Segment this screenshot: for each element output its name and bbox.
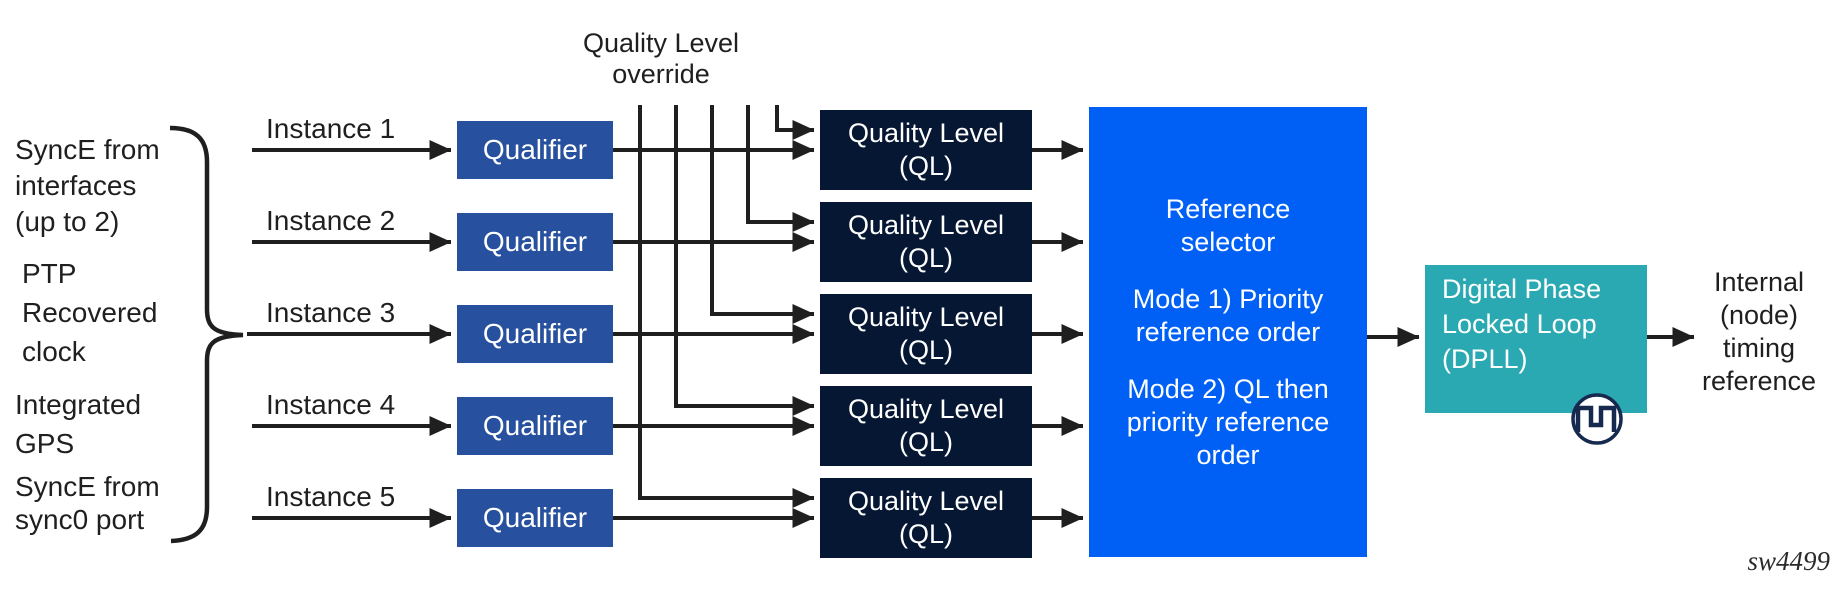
reference-selector-mode2: Mode 2) QL then priority reference order [1126,373,1330,470]
quality-level-box: Quality Level (QL) [820,478,1032,558]
instance-label: Instance 2 [266,205,396,236]
reference-selector-box: Reference selector Mode 1) Priority refe… [1089,107,1367,557]
quality-level-box: Quality Level (QL) [820,294,1032,374]
clock-waveform-icon [1571,393,1623,445]
quality-level-override-label: Quality Level override [582,28,740,89]
left-brace [169,125,244,544]
dpll-box: Digital Phase Locked Loop (DPLL) [1425,265,1647,413]
source-label-synce-sync0-port: SyncE from sync0 port [15,471,160,535]
quality-level-box: Quality Level (QL) [820,386,1032,466]
override-lines [638,105,815,508]
output-label: Internal (node) timing reference [1701,267,1817,396]
qualifier-box: Qualifier [457,213,613,271]
instance-label: Instance 1 [266,113,396,144]
qualifier-box: Qualifier [457,397,613,455]
instance-label: Instance 5 [266,481,396,512]
quality-level-box: Quality Level (QL) [820,202,1032,282]
source-label-synce-interfaces: SyncE from interfaces (up to 2) [15,134,160,237]
qualifier-box: Qualifier [457,489,613,547]
source-label-ptp-recovered-clock: PTP Recovered clock [22,258,158,367]
qualifier-box: Qualifier [457,121,613,179]
instance-arrows [247,140,452,528]
quality-level-box: Quality Level (QL) [820,110,1032,190]
instance-label: Instance 3 [266,297,396,328]
instance-label: Instance 4 [266,389,396,420]
reference-selector-title: Reference selector [1165,193,1291,257]
qualifier-box: Qualifier [457,305,613,363]
source-label-integrated-gps: Integrated GPS [15,389,142,459]
figure-id-label: sw4499 [1747,546,1830,576]
ql-output-arrows [1032,140,1084,528]
reference-selector-mode1: Mode 1) Priority reference order [1132,283,1324,347]
